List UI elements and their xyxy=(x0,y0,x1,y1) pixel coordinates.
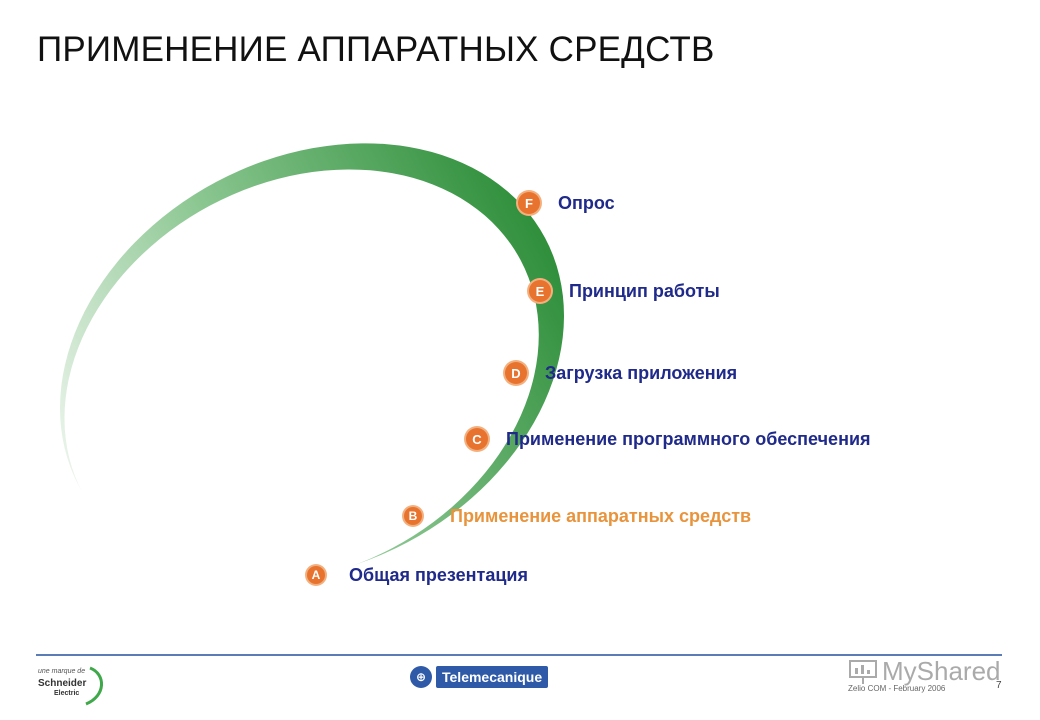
step-e[interactable]: E Принцип работы xyxy=(529,276,720,306)
step-b[interactable]: B Применение аппаратных средств xyxy=(404,501,751,531)
myshared-text: MyShared xyxy=(882,656,1001,686)
schneider-logo: une marque de Schneider Electric xyxy=(36,662,106,708)
presentation-board-icon xyxy=(849,659,877,684)
step-a-label: Общая презентация xyxy=(349,564,528,585)
step-d-badge: D xyxy=(505,362,527,384)
footer-note: Zelio COM - February 2006 xyxy=(848,684,946,693)
step-f-label: Опрос xyxy=(558,192,615,213)
step-a-badge: A xyxy=(307,566,325,584)
step-e-label: Принцип работы xyxy=(569,280,720,301)
telemecanique-logo: ⊕ Telemecanique xyxy=(410,665,549,689)
schneider-swoosh-icon xyxy=(85,666,103,706)
step-f[interactable]: F Опрос xyxy=(518,188,615,218)
telemecanique-name: Telemecanique xyxy=(436,666,549,688)
footer-divider xyxy=(36,654,1002,656)
telemecanique-icon: ⊕ xyxy=(410,666,432,688)
page-number: 7 xyxy=(996,680,1002,691)
progress-ring xyxy=(59,143,565,581)
step-b-label: Применение аппаратных средств xyxy=(450,505,752,526)
step-e-badge: E xyxy=(529,280,551,302)
step-c-label: Применение программного обеспечения xyxy=(506,428,871,449)
step-c-badge: C xyxy=(466,428,488,450)
myshared-watermark: MyShared xyxy=(848,656,1001,687)
step-b-badge: B xyxy=(404,507,422,525)
step-d[interactable]: D Загрузка приложения xyxy=(505,358,737,388)
step-d-label: Загрузка приложения xyxy=(545,362,738,383)
step-f-badge: F xyxy=(518,192,540,214)
step-c[interactable]: C Применение программного обеспечения xyxy=(466,424,871,454)
step-a[interactable]: A Общая презентация xyxy=(307,560,528,590)
page-title: ПРИМЕНЕНИЕ АППАРАТНЫХ СРЕДСТВ xyxy=(37,30,715,69)
